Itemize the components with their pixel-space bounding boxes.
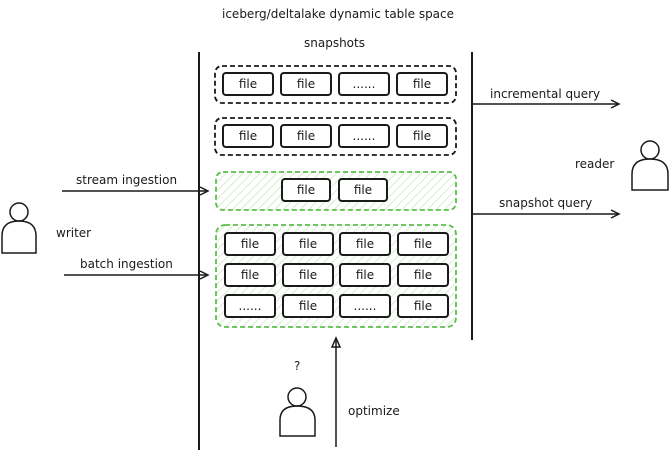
file-box: file: [222, 124, 274, 148]
file-box: file: [339, 232, 391, 256]
optimizer-person-icon: [279, 387, 316, 437]
batch-ingestion-label: batch ingestion: [80, 257, 173, 271]
file-box: file: [339, 263, 391, 287]
snapshot-group-1: [214, 65, 457, 104]
file-box: file: [397, 232, 449, 256]
optimize-label: optimize: [348, 404, 400, 418]
snapshot-group-2: [214, 117, 457, 156]
snapshot-group-4: [215, 224, 457, 328]
batch-ingestion-arrow: [64, 270, 210, 280]
file-box: file: [397, 294, 449, 318]
incremental-query-arrow: [472, 99, 621, 109]
file-box: file: [282, 232, 334, 256]
reader-person-icon: [631, 140, 669, 191]
snapshot-query-arrow: [472, 209, 621, 219]
stream-ingestion-label: stream ingestion: [76, 173, 178, 187]
file-box: file: [397, 263, 449, 287]
file-box-placeholder: ......: [338, 72, 390, 96]
question-mark-label: ?: [294, 359, 301, 373]
optimize-arrow: [330, 336, 342, 447]
file-box: file: [338, 178, 388, 202]
stream-ingestion-arrow: [62, 186, 210, 196]
file-box-placeholder: ......: [224, 294, 276, 318]
snapshots-label: snapshots: [304, 36, 365, 50]
file-box: file: [280, 72, 332, 96]
file-box-placeholder: ......: [339, 294, 391, 318]
file-box: file: [222, 72, 274, 96]
file-box: file: [396, 124, 448, 148]
file-box: file: [281, 178, 331, 202]
file-box: file: [280, 124, 332, 148]
file-box: file: [282, 294, 334, 318]
file-box-placeholder: ......: [338, 124, 390, 148]
writer-label: writer: [56, 226, 92, 240]
file-box: file: [282, 263, 334, 287]
snapshot-group-3: [215, 171, 457, 211]
reader-label: reader: [575, 157, 615, 171]
file-box: file: [396, 72, 448, 96]
file-box: file: [224, 232, 276, 256]
file-box: file: [224, 263, 276, 287]
snapshot-query-label: snapshot query: [499, 196, 593, 210]
incremental-query-label: incremental query: [490, 87, 601, 101]
writer-person-icon: [1, 202, 37, 254]
diagram-title: iceberg/deltalake dynamic table space: [222, 7, 455, 21]
